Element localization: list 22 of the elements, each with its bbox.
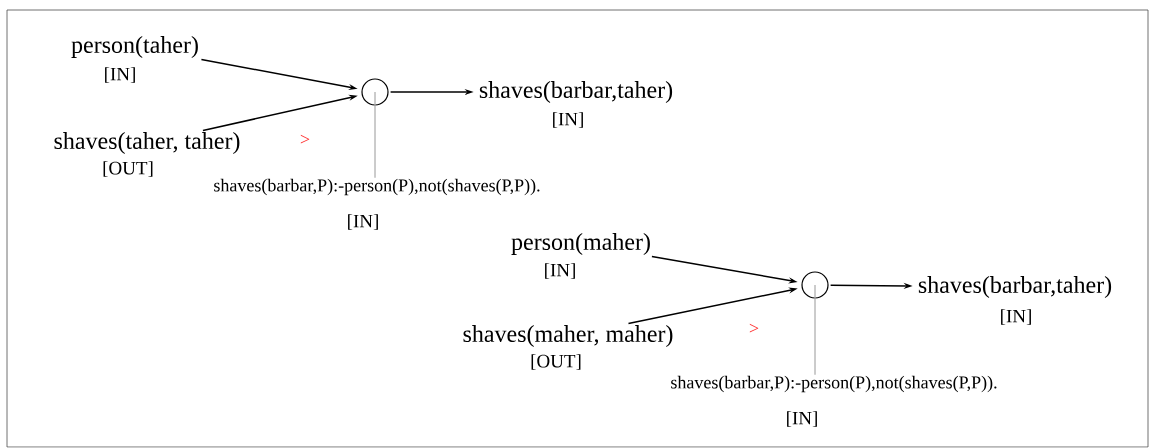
status-text: [IN] <box>348 214 378 230</box>
status-text: [OUT] <box>103 161 153 177</box>
status-text: [IN] <box>1001 309 1031 325</box>
fact-text: shaves(barbar,taher) <box>479 81 673 103</box>
marker-text: > <box>300 134 310 144</box>
circle <box>801 271 829 299</box>
rule-text: shaves(barbar,P):-person(P),not(shaves(P,P)). <box>671 375 997 393</box>
fact-text: person(maher) <box>511 233 650 255</box>
status-text: [IN] <box>787 411 817 427</box>
status-text: [IN] <box>545 263 575 279</box>
marker-text: > <box>749 323 759 333</box>
fact-text: person(taher) <box>71 36 198 58</box>
rule-text: shaves(barbar,P):-person(P),not(shaves(P,P)). <box>214 178 540 196</box>
status-text: [OUT] <box>531 354 581 370</box>
status-text: [IN] <box>553 112 583 128</box>
connector-line <box>814 284 816 376</box>
connector-line <box>374 91 376 179</box>
fact-text: shaves(taher, taher) <box>54 132 240 154</box>
circle <box>361 78 389 106</box>
fact-text: shaves(barbar,taher) <box>918 276 1112 298</box>
status-text: [IN] <box>105 67 135 83</box>
fact-text: shaves(maher, maher) <box>463 325 673 347</box>
